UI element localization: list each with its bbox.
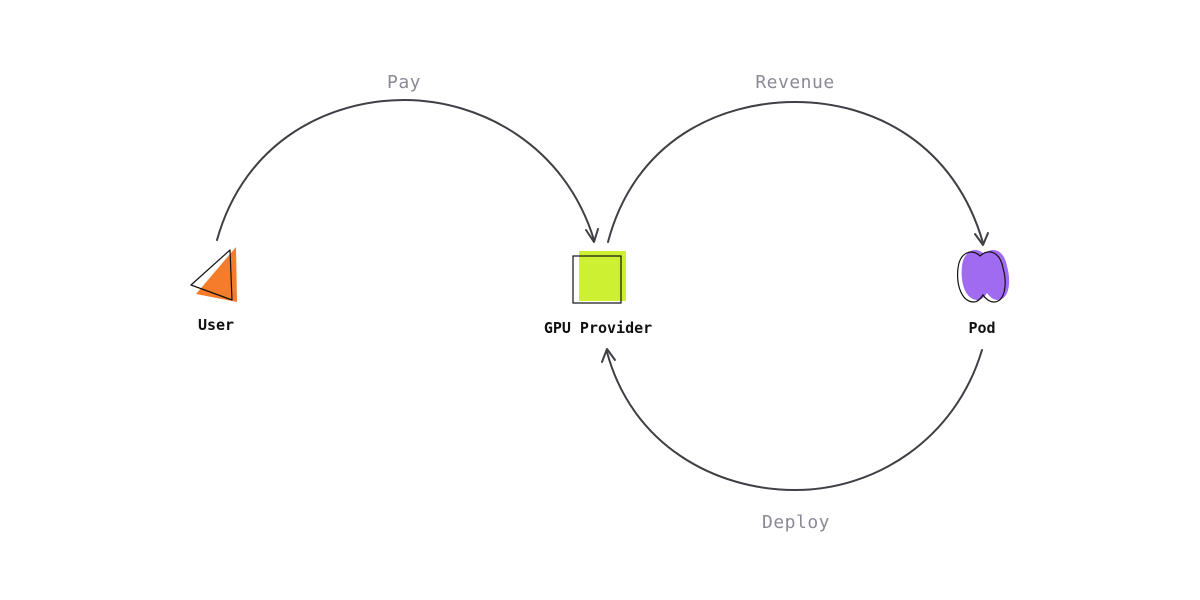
edge-deploy-arrowhead-icon xyxy=(601,348,616,363)
edge-pay-line xyxy=(216,98,595,241)
edge-deploy: Deploy xyxy=(601,348,983,533)
edge-revenue-label: Revenue xyxy=(755,72,834,93)
square-icon xyxy=(572,251,626,304)
edge-deploy-line xyxy=(606,349,983,492)
node-pod: Pod xyxy=(957,250,1010,337)
edge-revenue-arrowhead-icon xyxy=(974,232,989,246)
blob-icon xyxy=(957,250,1010,303)
node-user: User xyxy=(190,247,237,334)
edge-revenue: Revenue xyxy=(607,72,989,246)
edge-deploy-label: Deploy xyxy=(762,512,830,533)
edge-pay: Pay xyxy=(216,72,599,243)
node-pod-label: Pod xyxy=(968,319,995,337)
node-gpu-provider-label: GPU Provider xyxy=(544,319,652,337)
edge-pay-label: Pay xyxy=(387,72,421,93)
triangle-icon xyxy=(190,247,237,302)
edge-pay-arrowhead-icon xyxy=(585,228,599,243)
edge-revenue-line xyxy=(607,100,984,244)
node-user-label: User xyxy=(198,316,234,334)
node-gpu-provider: GPU Provider xyxy=(544,251,652,337)
